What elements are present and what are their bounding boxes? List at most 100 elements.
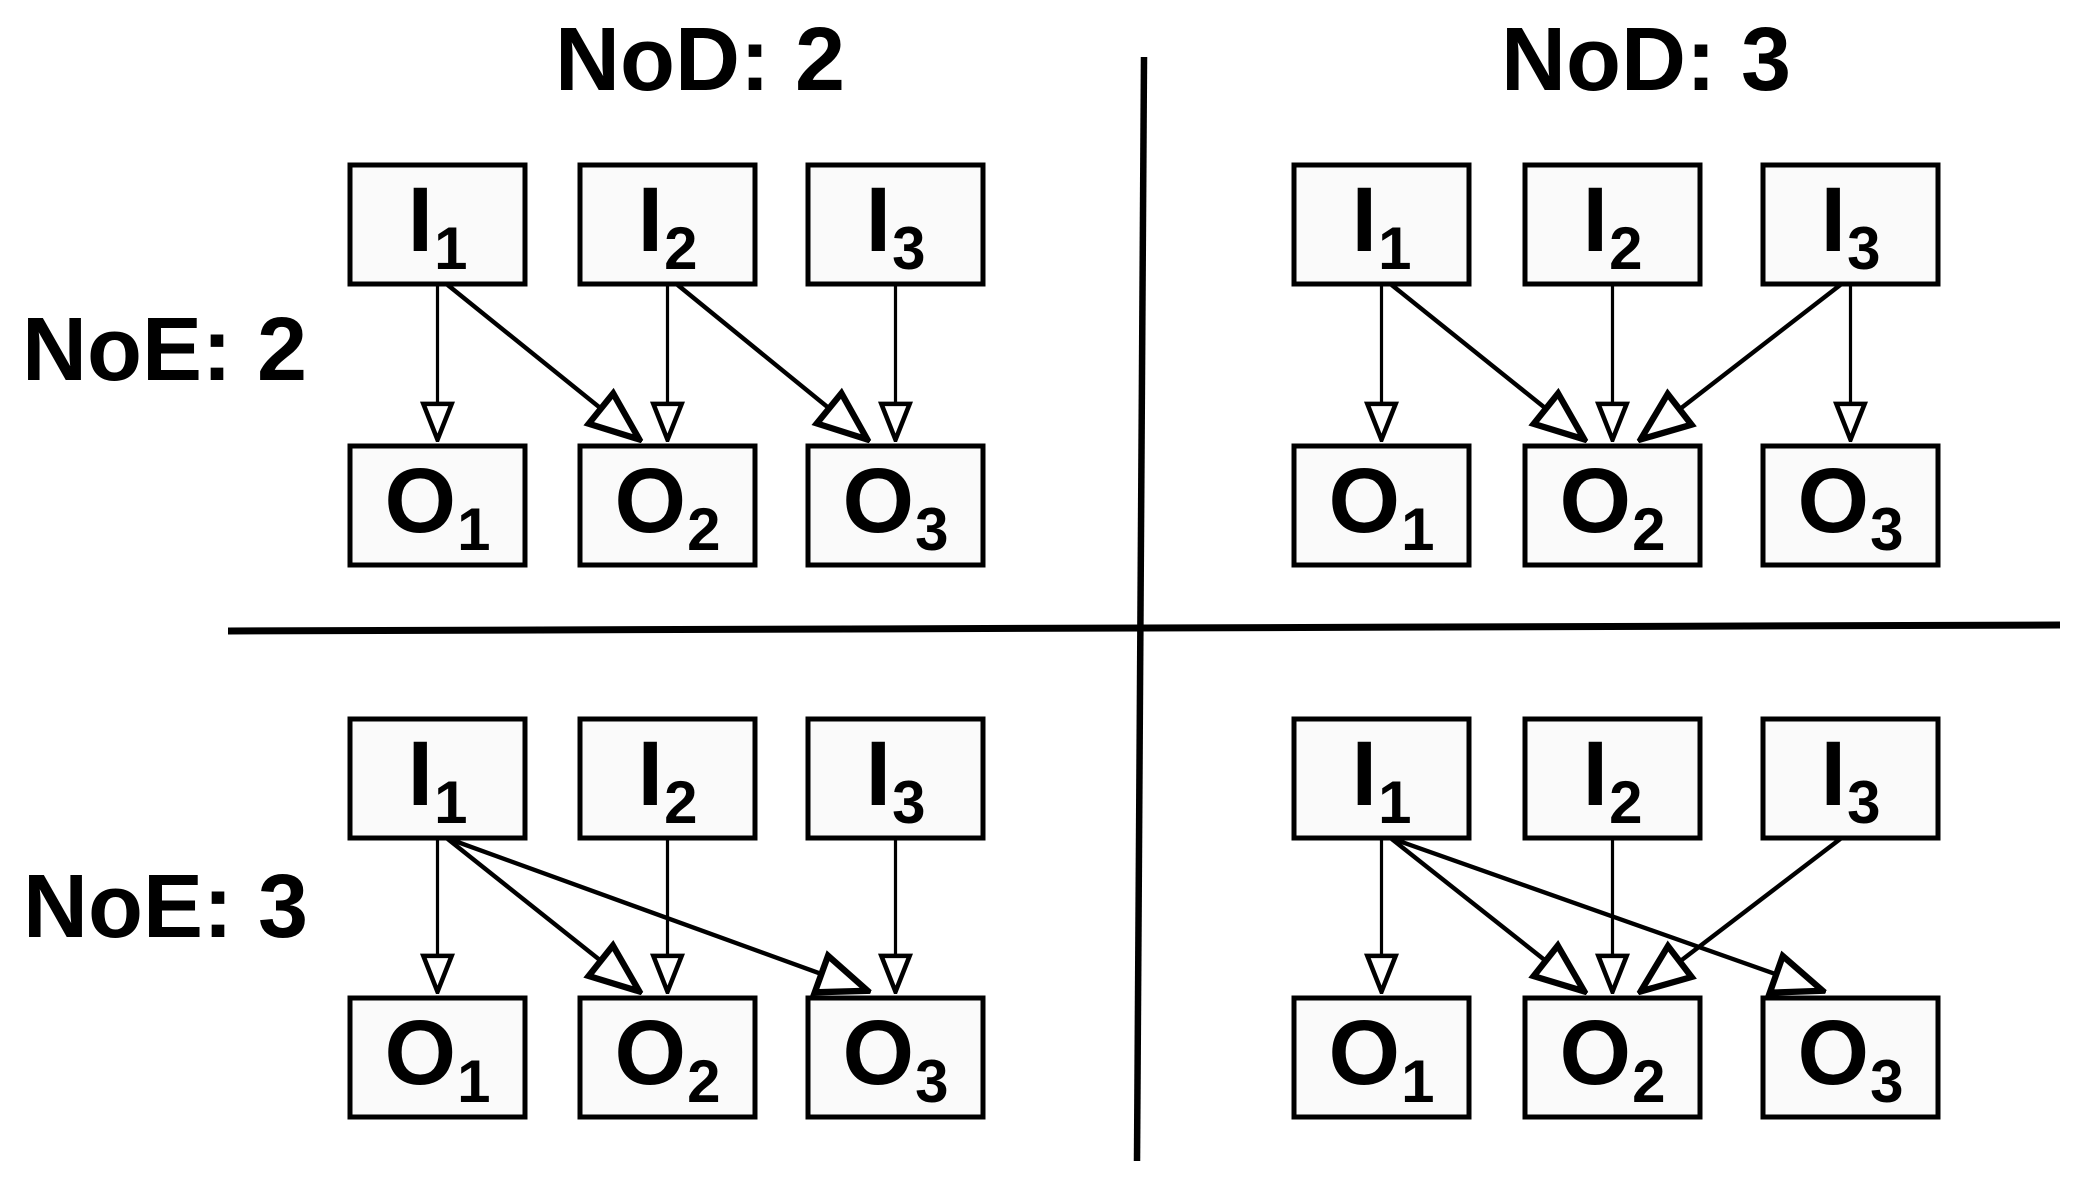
node-letter: O <box>843 1002 915 1104</box>
input-node-i3: I3 <box>1760 162 1941 287</box>
node-label: I1 <box>1352 723 1412 836</box>
node-label: O2 <box>615 1002 721 1115</box>
output-node-o1: O1 <box>347 443 528 568</box>
node-letter: I <box>1821 723 1847 825</box>
output-node-o1: O1 <box>347 995 528 1120</box>
edge-arrow-noe3-nod2-i1-o2 <box>445 836 638 990</box>
vertical-divider <box>1133 56 1148 1162</box>
output-node-box <box>1522 443 1703 568</box>
node-subscript: 1 <box>1401 496 1434 563</box>
row-label-2: NoE: 3 <box>23 857 308 957</box>
node-subscript: 2 <box>1609 769 1642 836</box>
node-letter: I <box>1821 169 1847 271</box>
node-label: I3 <box>1821 169 1881 282</box>
input-node-box <box>577 716 758 841</box>
node-label: I2 <box>638 169 698 282</box>
output-node-box <box>1522 995 1703 1120</box>
node-label: O2 <box>1560 1002 1666 1115</box>
output-node-box <box>805 995 986 1120</box>
edge-arrow-noe3-nod2-i1-o3 <box>445 835 866 990</box>
column-title-2: NoD: 3 <box>1501 10 1791 110</box>
output-node-o2: O2 <box>577 443 758 568</box>
node-subscript: 2 <box>1609 215 1642 282</box>
node-label: O2 <box>1560 450 1666 563</box>
output-node-box <box>577 443 758 568</box>
node-label: O3 <box>843 450 949 563</box>
input-node-i3: I3 <box>805 716 986 841</box>
output-node-box <box>1760 995 1941 1120</box>
node-label: O1 <box>1329 450 1435 563</box>
edge-arrow-noe2-nod3-i1-o2 <box>1389 282 1583 438</box>
node-label: O1 <box>385 1002 491 1115</box>
output-node-box <box>347 995 528 1120</box>
output-node-o3: O3 <box>805 995 986 1120</box>
input-node-box <box>1291 716 1472 841</box>
node-subscript: 3 <box>915 496 948 563</box>
node-letter: I <box>638 169 664 271</box>
node-letter: I <box>866 169 892 271</box>
node-subscript: 3 <box>1847 769 1880 836</box>
node-letter: O <box>385 1002 457 1104</box>
node-letter: I <box>408 723 434 825</box>
node-letter: I <box>1583 169 1609 271</box>
node-subscript: 3 <box>915 1048 948 1115</box>
node-subscript: 3 <box>892 769 925 836</box>
node-subscript: 1 <box>457 1048 490 1115</box>
node-label: O3 <box>843 1002 949 1115</box>
node-subscript: 2 <box>687 1048 720 1115</box>
node-label: O3 <box>1798 450 1904 563</box>
edge-arrow-noe3-nod3-i1-o2 <box>1389 836 1583 990</box>
node-subscript: 2 <box>664 769 697 836</box>
node-subscript: 1 <box>434 769 467 836</box>
node-subscript: 2 <box>687 496 720 563</box>
node-label: I2 <box>638 723 698 836</box>
output-node-o3: O3 <box>805 443 986 568</box>
node-letter: O <box>843 450 915 552</box>
node-label: I1 <box>1352 169 1412 282</box>
output-node-o1: O1 <box>1291 443 1472 568</box>
output-node-box <box>805 443 986 568</box>
node-subscript: 2 <box>1632 1048 1665 1115</box>
node-letter: O <box>615 450 687 552</box>
node-subscript: 1 <box>434 215 467 282</box>
node-label: O1 <box>385 450 491 563</box>
output-node-box <box>577 995 758 1120</box>
input-node-box <box>1291 162 1472 287</box>
node-subscript: 3 <box>1870 496 1903 563</box>
input-node-i1: I1 <box>347 162 528 287</box>
node-label: I3 <box>866 169 926 282</box>
input-node-i2: I2 <box>1522 716 1703 841</box>
edge-arrow-noe3-nod3-i3-o2 <box>1643 836 1843 990</box>
input-node-i1: I1 <box>347 716 528 841</box>
node-letter: I <box>1583 723 1609 825</box>
node-letter: I <box>638 723 664 825</box>
node-letter: O <box>1329 1002 1401 1104</box>
output-node-box <box>347 443 528 568</box>
input-node-box <box>1522 716 1703 841</box>
node-label: I1 <box>408 169 468 282</box>
input-node-i3: I3 <box>1760 716 1941 841</box>
input-node-box <box>805 716 986 841</box>
node-label: O3 <box>1798 1002 1904 1115</box>
input-node-i2: I2 <box>577 162 758 287</box>
node-letter: O <box>1798 450 1870 552</box>
column-title-1: NoD: 2 <box>555 10 845 110</box>
node-label: O2 <box>615 450 721 563</box>
input-node-i2: I2 <box>577 716 758 841</box>
node-letter: I <box>408 169 434 271</box>
node-label: I1 <box>408 723 468 836</box>
node-label: I2 <box>1583 169 1643 282</box>
node-letter: O <box>1560 1002 1632 1104</box>
node-letter: O <box>385 450 457 552</box>
output-node-o1: O1 <box>1291 995 1472 1120</box>
edge-arrow-noe2-nod3-i3-o2 <box>1643 282 1843 438</box>
node-letter: O <box>1329 450 1401 552</box>
input-node-box <box>577 162 758 287</box>
node-label: I3 <box>866 723 926 836</box>
node-letter: I <box>1352 723 1378 825</box>
input-node-box <box>805 162 986 287</box>
edge-arrow-noe2-nod2-i2-o3 <box>675 282 866 438</box>
output-node-o2: O2 <box>577 995 758 1120</box>
input-node-i3: I3 <box>805 162 986 287</box>
node-letter: I <box>866 723 892 825</box>
